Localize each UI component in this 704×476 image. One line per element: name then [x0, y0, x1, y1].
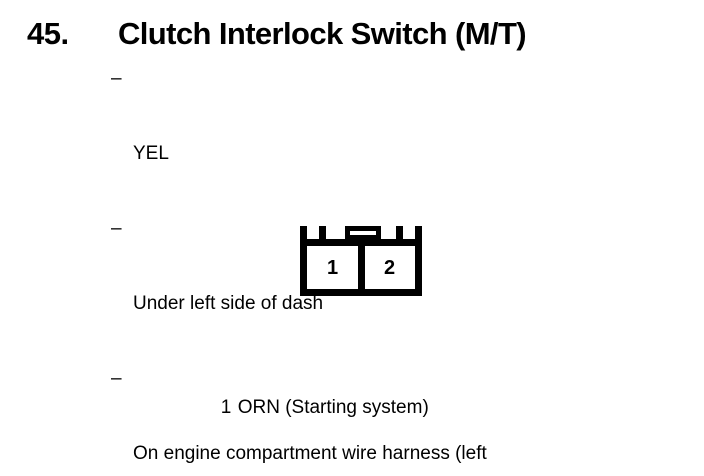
connector-latch-tab-icon [345, 226, 381, 240]
connector-diagram: 1 2 [300, 226, 422, 296]
section-number: 45. [27, 16, 69, 51]
list-item: – On engine compartment wire harness (le… [111, 366, 651, 476]
dash-icon: – [111, 368, 122, 389]
connector-top-shoulder [307, 239, 415, 246]
connector-left-step [319, 226, 326, 246]
connector-bottom-edge [300, 289, 422, 296]
list-item-label: YEL [133, 143, 169, 164]
list-item: – Under left side of dash [111, 216, 651, 366]
dash-icon: – [111, 218, 122, 239]
detail-list: – YEL – Under left side of dash – On eng… [111, 66, 651, 476]
legend-row: 2BLK (G401) [189, 447, 429, 476]
connector-terminal-divider [358, 246, 365, 289]
legend-terminal-description: ORN (Starting system) [237, 397, 429, 418]
connector-right-wall [415, 226, 422, 296]
connector-left-wall [300, 226, 307, 296]
list-item-label: On engine compartment wire harness (left [133, 443, 487, 464]
list-item-label: Under left side of dash [133, 293, 324, 314]
dash-icon: – [111, 68, 122, 89]
legend-terminal-number: 1 [220, 397, 232, 418]
connector-right-step [396, 226, 403, 246]
page-title: Clutch Interlock Switch (M/T) [118, 16, 527, 51]
connector-terminal-2: 2 [383, 256, 396, 279]
connector-terminal-1: 1 [326, 256, 339, 279]
list-item: – YEL [111, 66, 651, 216]
